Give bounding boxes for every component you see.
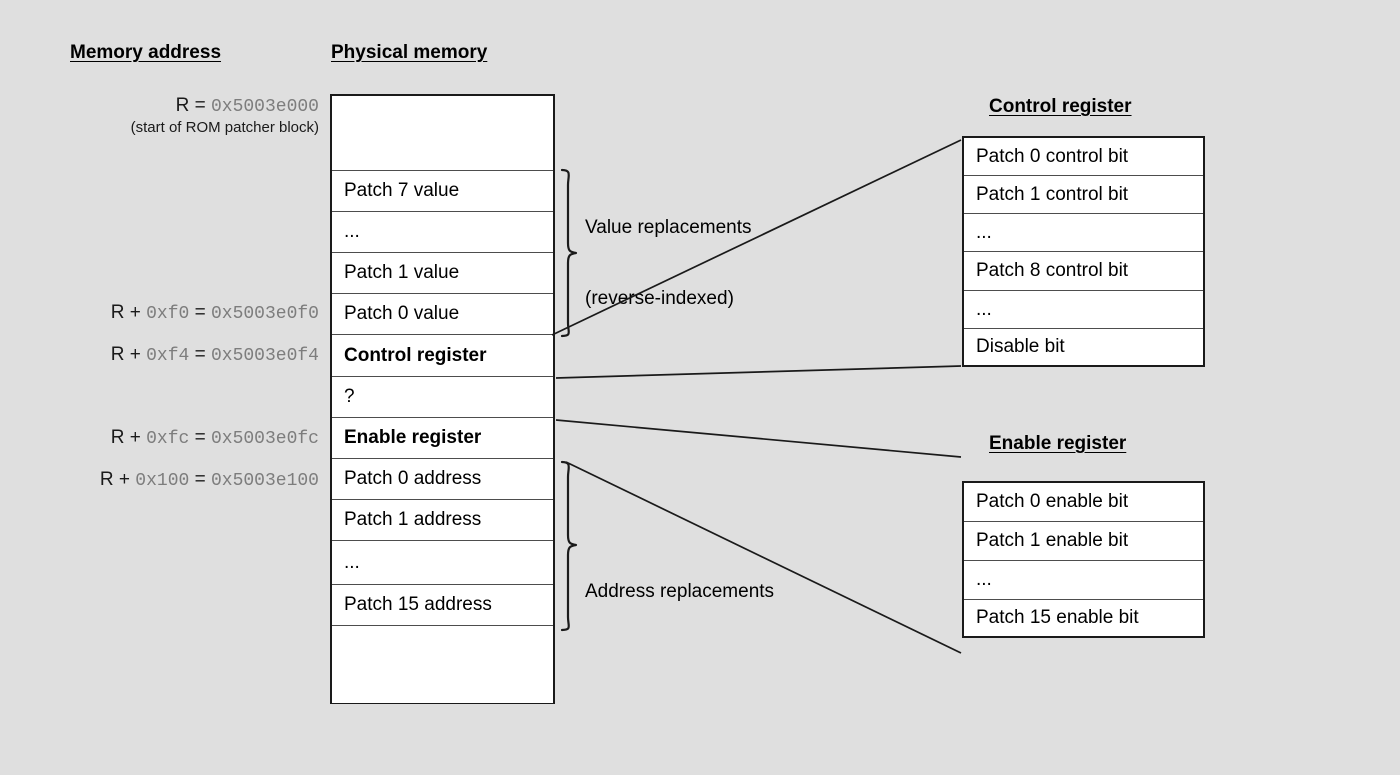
annotation-address-replacements: Address replacements <box>585 581 775 602</box>
address-label-base-text: R = 0x5003e000 <box>175 95 319 117</box>
address-label-0x100-offset: 0x100 <box>135 471 190 491</box>
address-label-0xf4-eq: = <box>189 344 211 365</box>
enable-bit-row-patch1: Patch 1 enable bit <box>964 522 1203 561</box>
memory-row-patch0-value: Patch 0 value <box>332 294 553 335</box>
brace-address-replacements <box>560 460 578 632</box>
leader-control-register-bottom <box>555 365 962 379</box>
address-label-base-prefix: R = <box>175 95 211 116</box>
address-label-0xf4: R + 0xf4 = 0x5003e0f4 <box>111 344 319 367</box>
leader-enable-register-top <box>555 419 962 458</box>
address-label-0xf4-prefix: R + <box>110 344 147 365</box>
memory-row-unknown: ? <box>332 377 553 418</box>
column-header-memory-address: Memory address <box>70 42 222 63</box>
enable-bit-row-ellipsis: ... <box>964 561 1203 600</box>
memory-row-patch15-address: Patch 15 address <box>332 585 553 626</box>
address-label-0xfc-eq: = <box>189 427 211 448</box>
enable-register-table: Patch 0 enable bit Patch 1 enable bit ..… <box>962 481 1205 638</box>
memory-row-control-register: Control register <box>332 335 553 377</box>
control-register-table: Patch 0 control bit Patch 1 control bit … <box>962 136 1205 367</box>
address-label-0xf0-eq: = <box>189 302 211 323</box>
address-label-0xfc-offset: 0xfc <box>146 429 190 449</box>
control-bit-row-patch0: Patch 0 control bit <box>964 138 1203 176</box>
column-header-control-register: Control register <box>989 96 1132 117</box>
memory-row-patch0-address: Patch 0 address <box>332 459 553 500</box>
control-bit-row-patch8: Patch 8 control bit <box>964 252 1203 291</box>
address-label-0xf4-value: 0x5003e0f4 <box>210 346 319 366</box>
annotation-value-replacements-line1: Value replacements <box>585 216 752 238</box>
annotation-value-replacements: Value replacements (reverse-indexed) <box>585 168 752 358</box>
address-label-base-value: 0x5003e000 <box>210 97 319 117</box>
address-label-0xf4-offset: 0xf4 <box>146 346 190 366</box>
address-label-0xfc: R + 0xfc = 0x5003e0fc <box>111 427 319 450</box>
address-label-0xf0-prefix: R + <box>110 302 147 323</box>
control-bit-row-disable: Disable bit <box>964 329 1203 365</box>
column-header-physical-memory: Physical memory <box>331 42 488 63</box>
leader-enable-register-bottom <box>565 461 962 654</box>
address-label-base-subtext: (start of ROM patcher block) <box>130 118 319 136</box>
physical-memory-table: Patch 7 value ... Patch 1 value Patch 0 … <box>330 94 555 704</box>
control-bit-row-ellipsis-1: ... <box>964 214 1203 252</box>
memory-row-values-ellipsis: ... <box>332 212 553 253</box>
address-label-0xfc-prefix: R + <box>110 427 147 448</box>
memory-row-patch1-address: Patch 1 address <box>332 500 553 541</box>
address-label-0x100-eq: = <box>189 469 211 490</box>
memory-row-patch1-value: Patch 1 value <box>332 253 553 294</box>
address-label-0xf0-value: 0x5003e0f0 <box>210 304 319 324</box>
address-label-base: R = 0x5003e000 (start of ROM patcher blo… <box>131 95 319 136</box>
control-bit-row-patch1: Patch 1 control bit <box>964 176 1203 214</box>
address-label-0xfc-value: 0x5003e0fc <box>210 429 319 449</box>
address-label-0xf0-offset: 0xf0 <box>146 304 190 324</box>
address-label-0x100: R + 0x100 = 0x5003e100 <box>100 469 319 492</box>
column-header-enable-register: Enable register <box>989 433 1127 454</box>
enable-bit-row-patch15: Patch 15 enable bit <box>964 600 1203 636</box>
address-label-0xf0: R + 0xf0 = 0x5003e0f0 <box>111 302 319 325</box>
memory-row-addresses-ellipsis: ... <box>332 541 553 585</box>
memory-row-patch7-value: Patch 7 value <box>332 171 553 212</box>
enable-bit-row-patch0: Patch 0 enable bit <box>964 483 1203 522</box>
address-label-0x100-prefix: R + <box>99 469 136 490</box>
control-bit-row-ellipsis-2: ... <box>964 291 1203 329</box>
memory-row-top-empty <box>332 96 553 171</box>
memory-row-enable-register: Enable register <box>332 418 553 459</box>
address-label-0x100-value: 0x5003e100 <box>210 471 319 491</box>
annotation-value-replacements-line2: (reverse-indexed) <box>585 287 734 309</box>
brace-value-replacements <box>560 168 578 338</box>
memory-row-bottom-empty <box>332 626 553 703</box>
